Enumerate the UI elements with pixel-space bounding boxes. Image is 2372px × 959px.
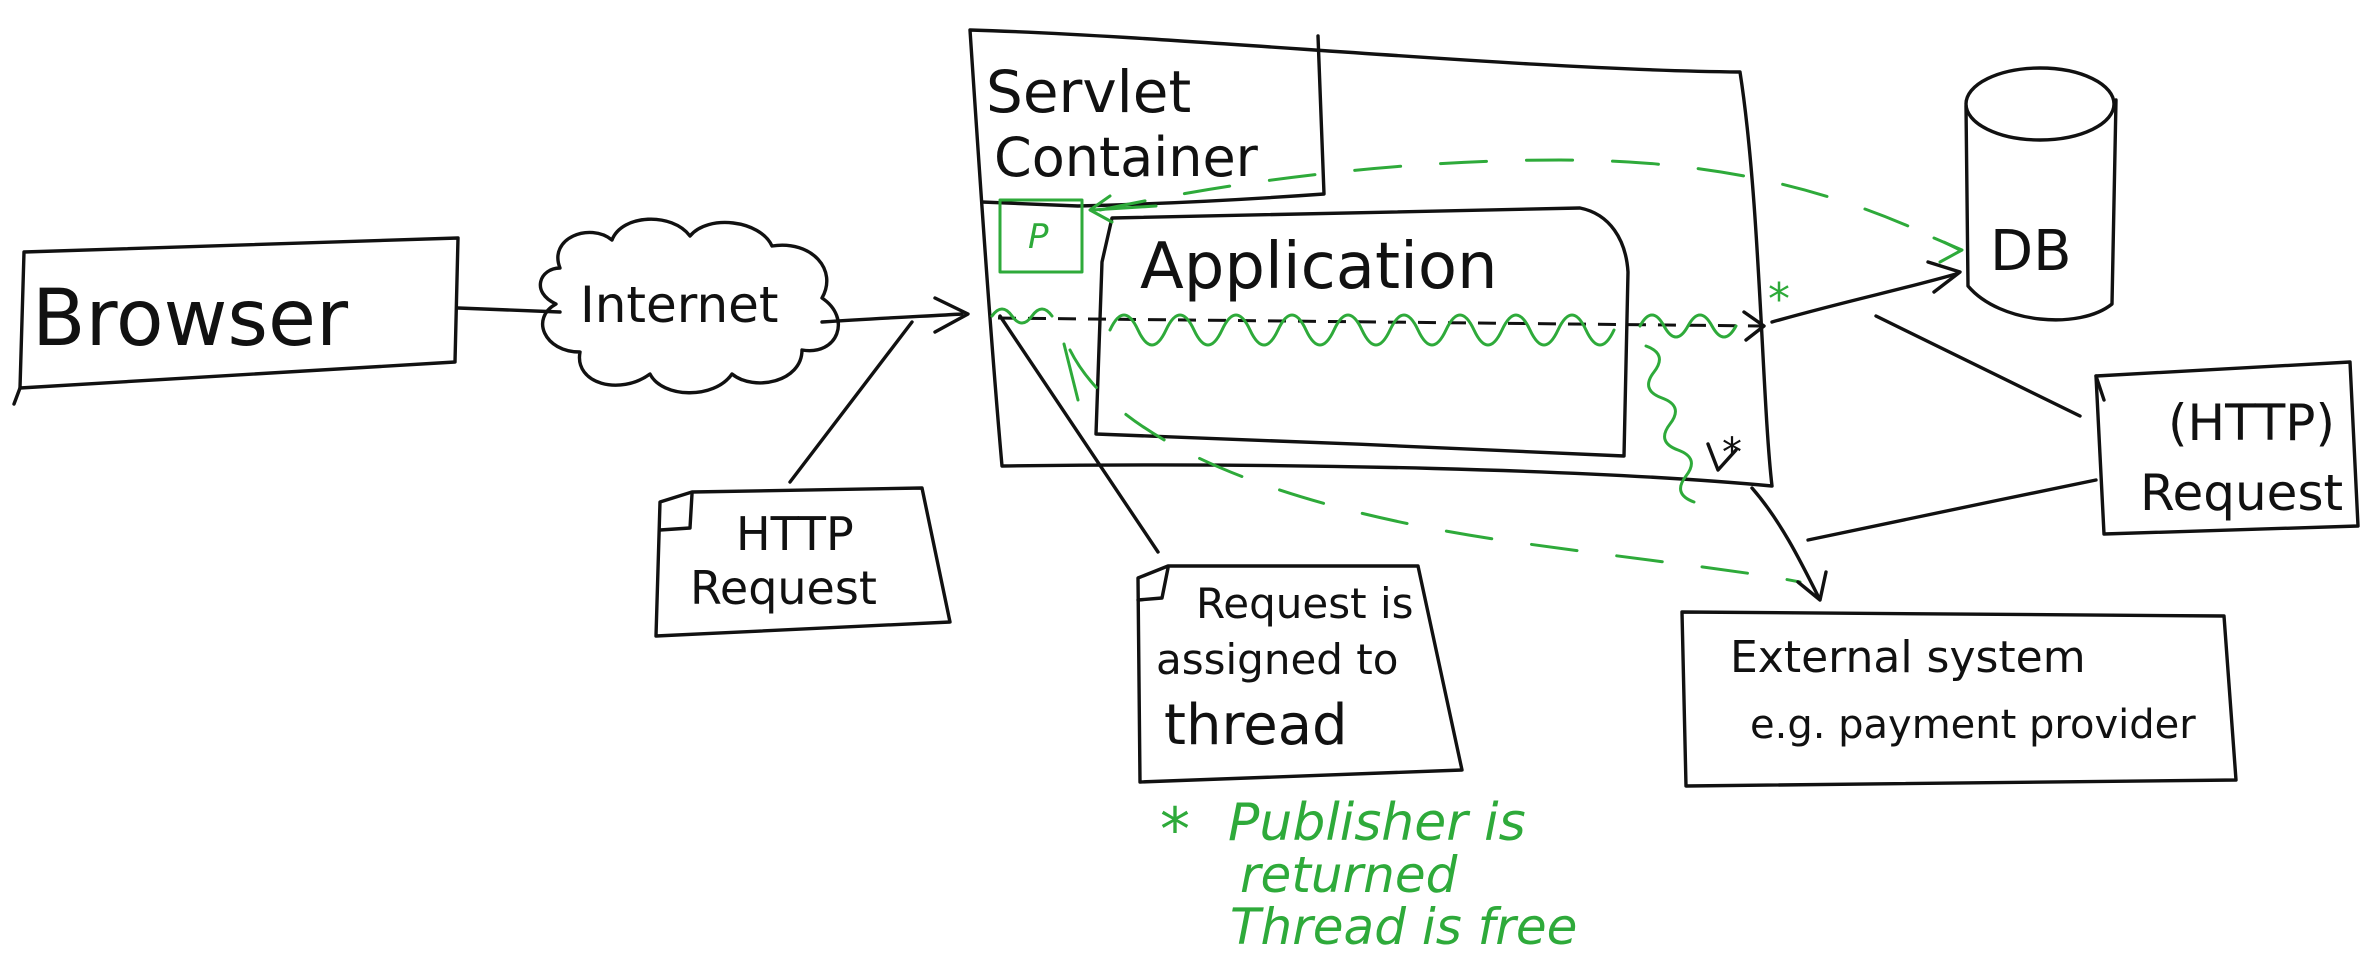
footnote-line1: Publisher is [1228,793,1526,853]
thread-note: Request is assigned to thread [998,314,1464,784]
http-request-line1: HTTP [736,507,854,561]
servlet-title-line2: Container [994,126,1259,189]
publisher-marker: P [998,194,1158,274]
external-request-line1: (HTTP) [2168,394,2335,452]
footnote-line3: Thread is free [1230,898,1577,956]
db-cylinder: DB [1964,66,2118,322]
http-request-note: HTTP Request [654,320,952,638]
container-to-db-arrow [1770,272,1958,324]
external-system-box: External system e.g. payment provider [1680,610,2238,788]
external-request-line2: Request [2140,464,2343,522]
internet-to-container-arrow [820,312,964,324]
footnote-line2: returned [1240,846,1458,904]
browser-label: Browser [32,274,349,364]
publisher-letter: P [1028,217,1049,257]
external-arrowhead [1796,570,1828,602]
async-flow-squiggle [990,307,1738,347]
async-flow-down-squiggle [1644,344,1696,504]
db-callback-dashed-curve [1098,158,1962,252]
left-green-dash [1062,342,1080,402]
thread-note-line1: Request is [1196,579,1414,628]
browser-to-container-connector [456,306,562,314]
publisher-box [998,198,1084,274]
footnote-star: * [1160,795,1190,865]
asterisk-mark-upper: * [1768,274,1790,325]
internet-label: Internet [580,276,779,334]
servlet-title-line1: Servlet [986,58,1191,126]
container-to-external-arrow [1750,486,1820,598]
db-arrowhead [1926,260,1962,294]
application-label: Application [1140,230,1498,304]
external-request-note: (HTTP) Request [1806,314,2360,542]
internet-cloud: Internet [538,217,841,395]
thread-note-line2: assigned to [1156,635,1398,684]
servlet-container: Servlet Container [968,28,1774,488]
external-callback-dashed-curve [1068,348,1802,584]
publisher-footnote: * Publisher is returned Thread is free [1160,793,1577,956]
asterisk-mark-lower: * [1722,430,1742,476]
request-flow-dashed [997,316,1763,328]
external-system-line1: External system [1730,632,2086,683]
db-callback-arrowhead [1932,236,1964,264]
external-system-line2: e.g. payment provider [1750,702,2196,748]
http-request-line2: Request [690,561,877,615]
application-box: Application [1094,206,1630,458]
arrow-head-container [933,296,970,334]
request-flow-arrowhead [1742,310,1766,342]
db-label: DB [1990,219,2072,284]
thread-note-line3: thread [1164,693,1348,758]
down-arrow-head [1706,442,1738,472]
browser-node: Browser [12,236,460,406]
